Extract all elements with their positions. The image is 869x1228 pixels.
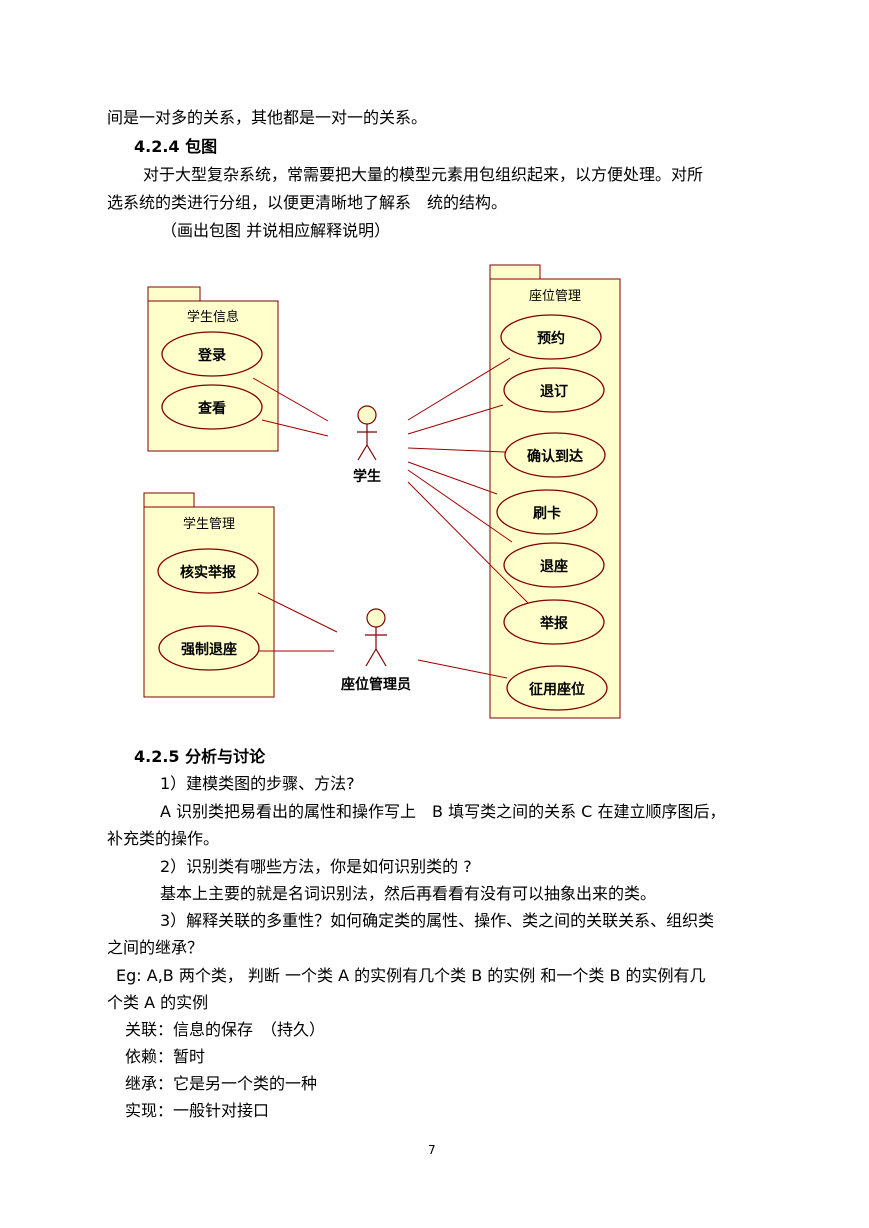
usecase-requisition bbox=[506, 665, 608, 711]
package-name: 学生管理 bbox=[182, 517, 235, 532]
actor-student-icon bbox=[357, 405, 377, 461]
association-line bbox=[407, 357, 511, 421]
relation-dependency: 依赖：暂时 bbox=[125, 1047, 206, 1066]
usecase-label: 退订 bbox=[540, 384, 568, 400]
usecase-report bbox=[503, 599, 605, 645]
usecase-label: 征用座位 bbox=[529, 682, 585, 698]
answer-2: 基本上主要的就是名词识别法，然后再看看有没有可以抽象出来的类。 bbox=[160, 884, 657, 903]
relation-inheritance: 继承：它是另一个类的一种 bbox=[125, 1074, 318, 1093]
association-line bbox=[417, 659, 508, 679]
package-tab bbox=[489, 264, 541, 280]
package-tab bbox=[143, 492, 195, 508]
question-3-line: 之间的继承？ bbox=[107, 938, 204, 957]
question-3-line: 3）解释关联的多重性？如何确定类的属性、操作、类之间的关联关系、组织类 bbox=[160, 911, 715, 930]
answer-1-line: 补充类的操作。 bbox=[107, 829, 220, 848]
usecase-label: 预约 bbox=[537, 331, 565, 347]
page-number: 7 bbox=[428, 1143, 436, 1157]
usecase-login bbox=[161, 331, 263, 377]
usecase-label: 查看 bbox=[198, 401, 226, 417]
usecase-label: 强制退座 bbox=[181, 642, 237, 658]
usecase-label: 确认到达 bbox=[527, 449, 583, 465]
usecase-label: 举报 bbox=[540, 616, 568, 632]
usecase-verify bbox=[157, 548, 259, 594]
paragraph-line: 选系统的类进行分组，以便更清晰地了解系 统的结构。 bbox=[107, 193, 508, 212]
question-1: 1）建模类图的步骤、方法? bbox=[160, 774, 355, 793]
usecase-view bbox=[161, 384, 263, 430]
example-line: Eg: A,B 两个类， 判断 一个类 A 的实例有几个类 B 的实例 和一个类… bbox=[116, 966, 706, 985]
association-line bbox=[261, 419, 329, 437]
usecase-force bbox=[158, 625, 260, 671]
actor-admin-icon bbox=[365, 608, 387, 667]
association-line bbox=[407, 404, 504, 435]
section-heading-4-2-4: 4.2.4 包图 bbox=[134, 137, 218, 156]
text-line-continuation: 间是一对多的关系，其他都是一对一的关系。 bbox=[107, 108, 428, 127]
package-name: 学生信息 bbox=[186, 310, 239, 325]
package-tab bbox=[147, 286, 201, 302]
question-2: 2）识别类有哪些方法，你是如何识别类的 ? bbox=[160, 857, 472, 876]
actor-label-admin: 座位管理员 bbox=[341, 677, 411, 693]
association-line bbox=[407, 461, 498, 495]
usecase-swipe bbox=[496, 489, 598, 535]
relation-association: 关联：信息的保存 （持久） bbox=[125, 1020, 326, 1039]
usecase-label: 登录 bbox=[198, 348, 226, 364]
usecase-confirm bbox=[504, 432, 606, 478]
association-line bbox=[407, 481, 529, 604]
paragraph-line: 对于大型复杂系统，常需要把大量的模型元素用包组织起来，以方便处理。对所 bbox=[143, 165, 704, 184]
actor-label-student: 学生 bbox=[353, 469, 381, 485]
association-line bbox=[252, 377, 329, 422]
usecase-label: 核实举报 bbox=[180, 565, 236, 581]
usecase-cancel bbox=[503, 367, 605, 413]
usecase-leave bbox=[503, 542, 605, 588]
usecase-label: 退座 bbox=[540, 559, 568, 575]
relation-realization: 实现：一般针对接口 bbox=[125, 1101, 270, 1120]
answer-1-line: A 识别类把易看出的属性和操作写上 B 填写类之间的关系 C 在建立顺序图后， bbox=[160, 802, 726, 821]
paragraph-note: （画出包图 并说相应解释说明） bbox=[161, 221, 391, 240]
package-name: 座位管理 bbox=[528, 289, 581, 304]
section-heading-4-2-5: 4.2.5 分析与讨论 bbox=[134, 747, 266, 766]
association-line bbox=[407, 447, 506, 453]
usecase-reserve bbox=[500, 314, 602, 360]
usecase-label: 刷卡 bbox=[533, 506, 561, 522]
association-line bbox=[407, 469, 513, 543]
association-line bbox=[257, 592, 338, 633]
example-line: 个类 A 的实例 bbox=[107, 993, 209, 1012]
